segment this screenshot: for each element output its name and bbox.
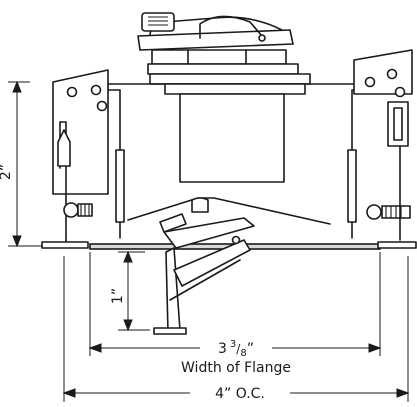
- flange-caption: Width of Flange: [181, 360, 291, 376]
- flange-inch-unit: ”: [247, 341, 254, 357]
- flange-fraction-numerator: 3: [230, 339, 236, 350]
- dimension-lines: [8, 80, 410, 402]
- right-mounting-bracket: [353, 49, 417, 249]
- socket-assembly: [137, 12, 311, 85]
- trim-assembly: [127, 197, 331, 335]
- flange-whole-number: 3: [218, 341, 227, 357]
- left-mounting-bracket: [41, 69, 109, 249]
- flange-fraction-denominator: 8: [240, 348, 246, 359]
- height-dimension-label: 2”: [0, 164, 14, 180]
- spacing-dimension-label: 4” O.C.: [215, 386, 265, 402]
- depth-dimension-label: 1”: [110, 288, 126, 304]
